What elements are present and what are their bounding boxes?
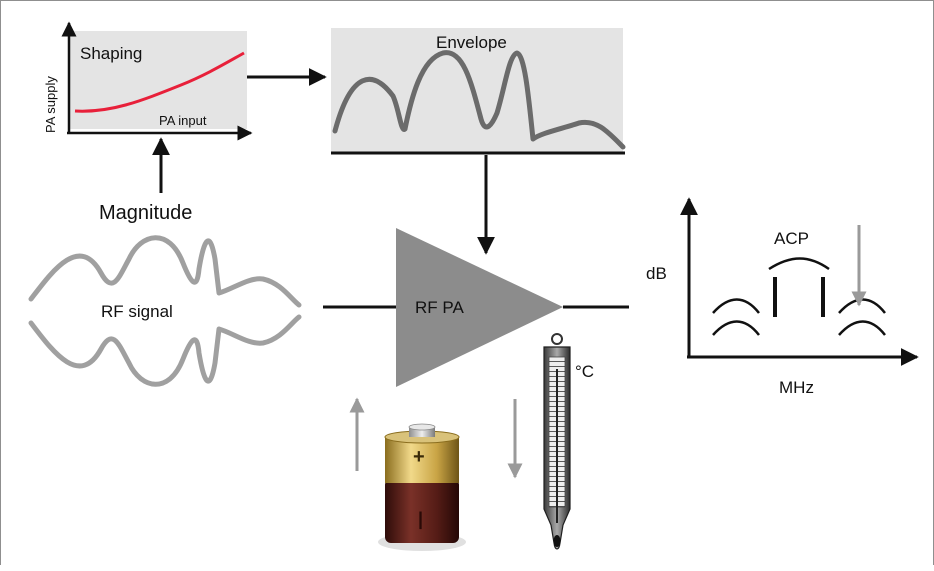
- envelope-title: Envelope: [436, 33, 507, 52]
- acp-label: ACP: [774, 229, 809, 248]
- shaping-x-label: PA input: [159, 113, 207, 128]
- battery-upper-half: [385, 437, 459, 483]
- spectrum-y-label: dB: [646, 264, 667, 283]
- amplifier-label: RF PA: [415, 298, 464, 317]
- shaping-curve: [74, 51, 245, 113]
- temperature-label: °C: [575, 362, 594, 381]
- battery-icon: + |: [349, 397, 466, 551]
- main-channel-top: [768, 257, 830, 271]
- envelope-panel: Envelope: [331, 28, 626, 155]
- envelope-background: [331, 28, 623, 152]
- spectrum-plot: dB MHz ACP: [646, 197, 919, 397]
- amplifier-triangle: [396, 228, 563, 387]
- magnitude-label: Magnitude: [99, 202, 192, 224]
- rf-signal-label: RF signal: [101, 302, 173, 321]
- rf-signal: RF signal: [28, 235, 302, 387]
- right-adjacent-lower: [838, 320, 886, 336]
- shaping-background: [69, 31, 247, 129]
- shaping-y-label: PA supply: [43, 76, 58, 133]
- battery-plus-symbol: +: [413, 446, 425, 468]
- shaping-panel: Shaping PA input PA supply: [43, 21, 253, 141]
- right-adjacent-upper: [838, 298, 886, 314]
- left-adjacent-upper: [712, 298, 760, 314]
- left-adjacent-lower: [712, 320, 760, 336]
- spectrum-x-label: MHz: [779, 378, 814, 397]
- thermometer-icon: °C: [507, 333, 594, 550]
- rf-signal-lower-wave: [28, 314, 302, 387]
- envelope-waveform: [332, 50, 626, 150]
- battery-lower-half: [385, 479, 459, 543]
- shaping-title: Shaping: [80, 44, 142, 63]
- battery-minus-symbol: |: [418, 509, 423, 529]
- rf-signal-upper-wave: [28, 235, 302, 308]
